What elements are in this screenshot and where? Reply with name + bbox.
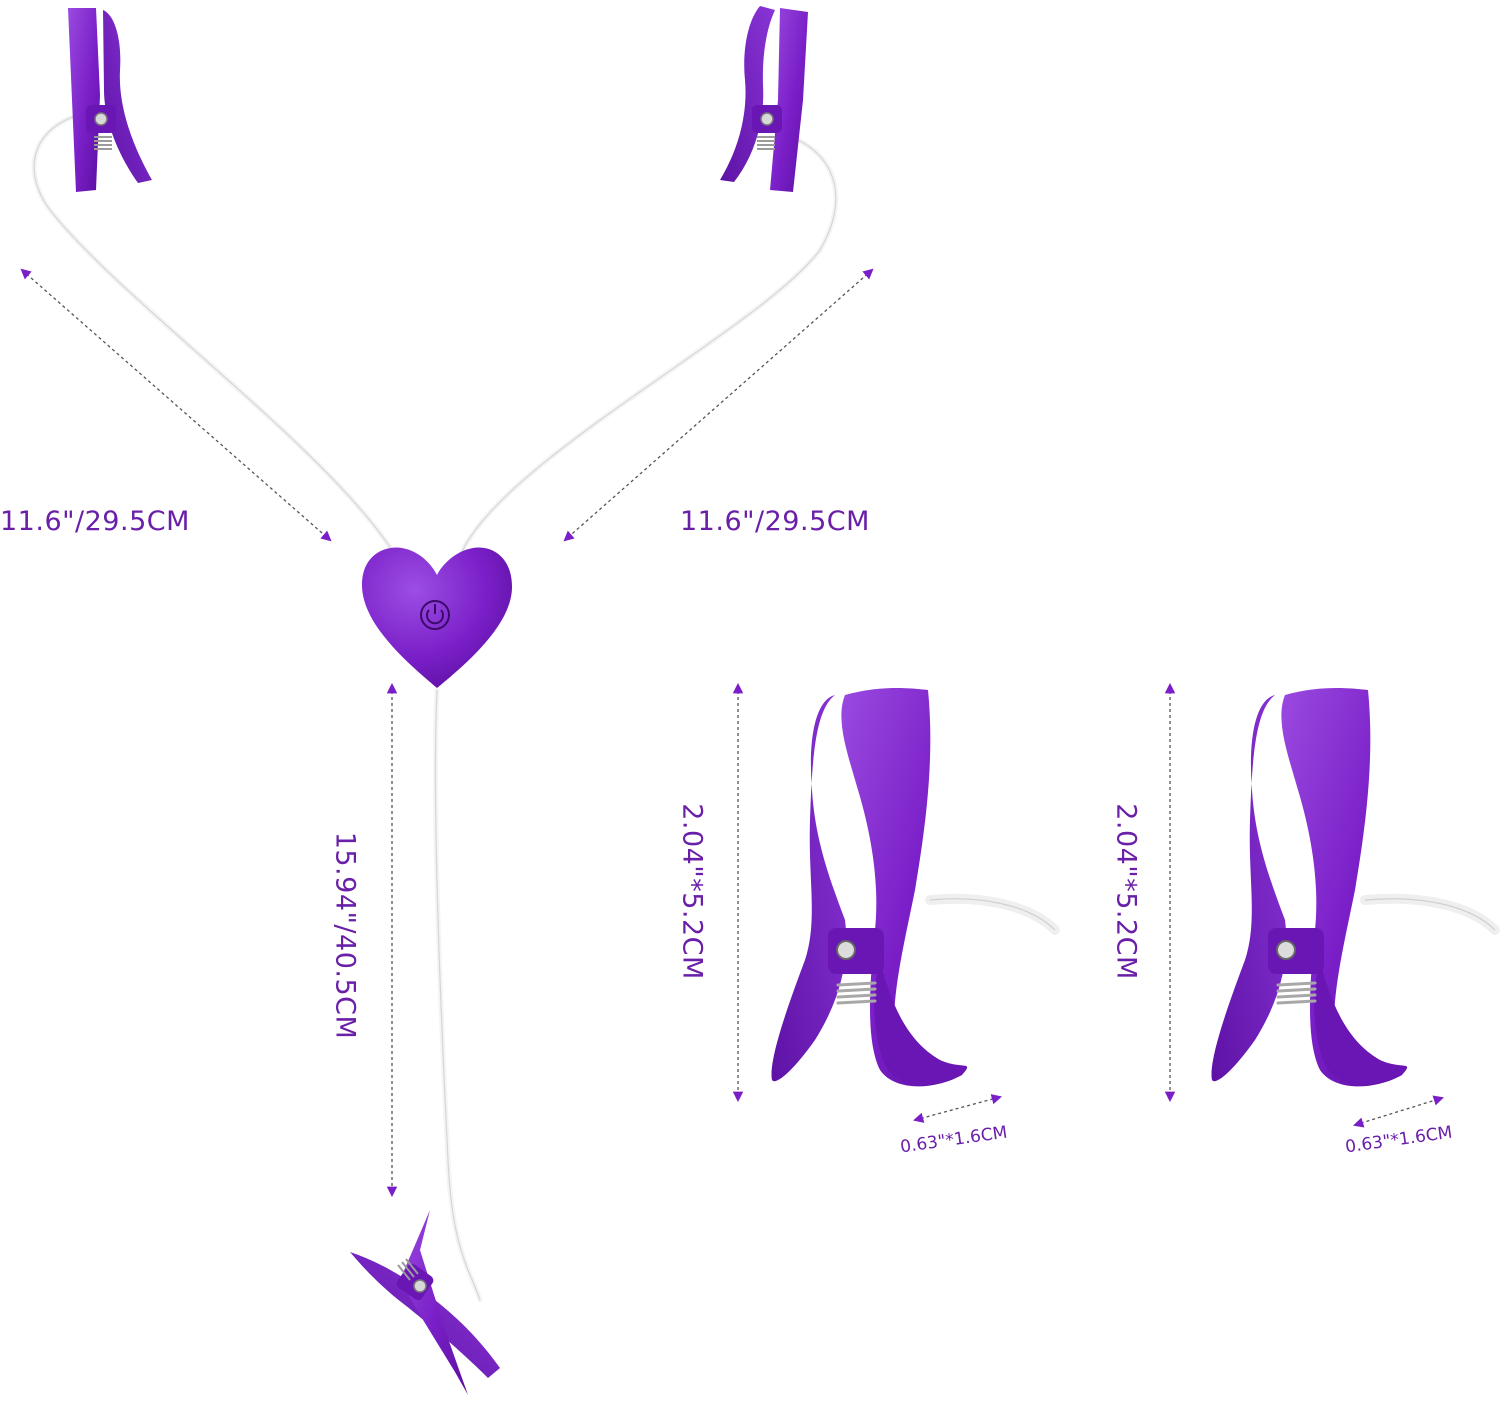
cable-right [457, 127, 839, 559]
heart-controller [362, 547, 512, 688]
cable-bottom [432, 687, 483, 1303]
label-clip-height-2: 2.04"*5.2CM [1110, 803, 1142, 980]
arrow-clip-width-2 [1353, 1095, 1444, 1128]
clip-bottom [350, 1210, 500, 1395]
label-left-cable: 11.6"/29.5CM [0, 506, 190, 537]
clip-large-2 [1211, 687, 1500, 1087]
label-bottom-cable: 15.94"/40.5CM [329, 831, 361, 1040]
clip-large-1 [771, 687, 1060, 1087]
clip-top-right [720, 6, 808, 192]
label-right-cable: 11.6"/29.5CM [680, 506, 870, 537]
power-icon[interactable] [420, 600, 450, 630]
cables [31, 107, 839, 1303]
label-clip-height-1: 2.04"*5.2CM [676, 803, 708, 980]
arrow-left-cable [20, 268, 332, 542]
dimension-arrows [20, 268, 1444, 1198]
arrow-right-cable [563, 268, 874, 542]
arrow-clip-width-1 [912, 1094, 1003, 1123]
clip-top-left [68, 8, 152, 192]
